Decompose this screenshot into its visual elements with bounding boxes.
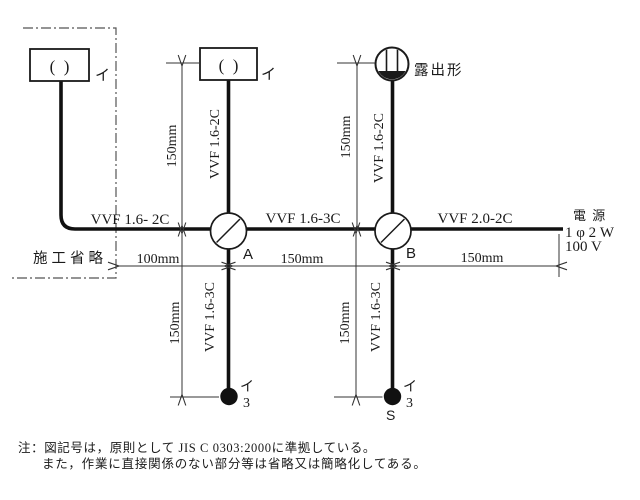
junction-box-b-label: B bbox=[406, 245, 416, 262]
power-source-spec: 1 φ 2 W bbox=[565, 225, 615, 241]
dim-150mm-right-label: 150mm bbox=[461, 251, 504, 266]
cable-drop-rosette-label: VVF 1.6-2C bbox=[372, 113, 387, 183]
wires bbox=[59, 80, 563, 390]
switch-b: イ 3 S bbox=[383, 380, 417, 423]
footnote-line2: また，作業に直接関係のない部分等は省略又は簡略化してある。 bbox=[42, 456, 427, 471]
cable-run-left-label: VVF 1.6- 2C bbox=[91, 212, 170, 228]
cable-run-mid-label: VVF 1.6-3C bbox=[265, 211, 340, 227]
dim-bottom-right-label: 150mm bbox=[338, 302, 353, 345]
switch-b-icon bbox=[383, 387, 402, 406]
switch-b-ways: 3 bbox=[406, 396, 413, 411]
junction-box-a-label: A bbox=[243, 246, 253, 263]
wire-main-run bbox=[59, 81, 563, 231]
dimension-labels-horizontal: 100mm 150mm 150mm bbox=[137, 251, 504, 267]
switch-box-left: ( ) イ bbox=[29, 48, 110, 84]
switch-box-middle-circuit: イ bbox=[261, 67, 276, 83]
switch-a-icon bbox=[220, 387, 238, 406]
dim-top-right-label: 150mm bbox=[339, 116, 354, 159]
footnote-line1: 注：図記号は，原則として JIS C 0303:2000に準拠している。 bbox=[18, 440, 376, 455]
cable-labels-vertical: VVF 1.6-2C VVF 1.6-2C VVF 1.6-3C VVF 1.6… bbox=[203, 109, 387, 352]
switch-box-left-symbol: ( ) bbox=[50, 57, 70, 76]
dim-150mm-mid-label: 150mm bbox=[281, 252, 324, 267]
dim-100mm-label: 100mm bbox=[137, 252, 180, 267]
power-source-voltage: 100 V bbox=[565, 239, 602, 255]
junction-box-a: A bbox=[209, 212, 253, 263]
switch-box-middle: ( ) イ bbox=[199, 47, 276, 83]
power-source: 電 源 1 φ 2 W 100 V bbox=[565, 208, 615, 255]
dim-bottom-left-label: 150mm bbox=[168, 302, 183, 345]
switch-a-circuit: イ bbox=[240, 380, 254, 395]
rosette-type-label: 露出形 bbox=[414, 62, 464, 79]
cable-labels-horizontal: VVF 1.6- 2C VVF 1.6-3C VVF 2.0-2C bbox=[91, 211, 513, 228]
cable-drop-lamp-b-label: VVF 1.6-3C bbox=[369, 282, 384, 352]
dimension-lines bbox=[119, 66, 556, 395]
switch-b-suffix: S bbox=[386, 407, 395, 423]
ceiling-rosette-icon: 露出形 bbox=[374, 46, 464, 82]
switch-b-circuit: イ bbox=[403, 380, 417, 395]
omission-label: 施工省略 bbox=[33, 250, 107, 267]
dim-top-mid-label: 150mm bbox=[165, 125, 180, 168]
cable-drop-switch-mid-label: VVF 1.6-2C bbox=[208, 109, 223, 179]
cable-drop-lamp-a-label: VVF 1.6-3C bbox=[203, 282, 218, 352]
power-source-title: 電 源 bbox=[573, 208, 607, 223]
footnotes: 注：図記号は，原則として JIS C 0303:2000に準拠している。 また，… bbox=[18, 440, 427, 471]
switch-a: イ 3 bbox=[220, 380, 254, 411]
switch-box-left-circuit: イ bbox=[95, 68, 110, 84]
switch-box-middle-symbol: ( ) bbox=[219, 56, 239, 75]
cable-run-right-label: VVF 2.0-2C bbox=[437, 211, 512, 227]
omission-boundary: 施工省略 bbox=[12, 27, 117, 279]
omission-boundary-line bbox=[12, 27, 117, 279]
switch-a-ways: 3 bbox=[243, 396, 250, 411]
dimension-labels-vertical: 150mm 150mm 150mm 150mm bbox=[165, 116, 354, 345]
